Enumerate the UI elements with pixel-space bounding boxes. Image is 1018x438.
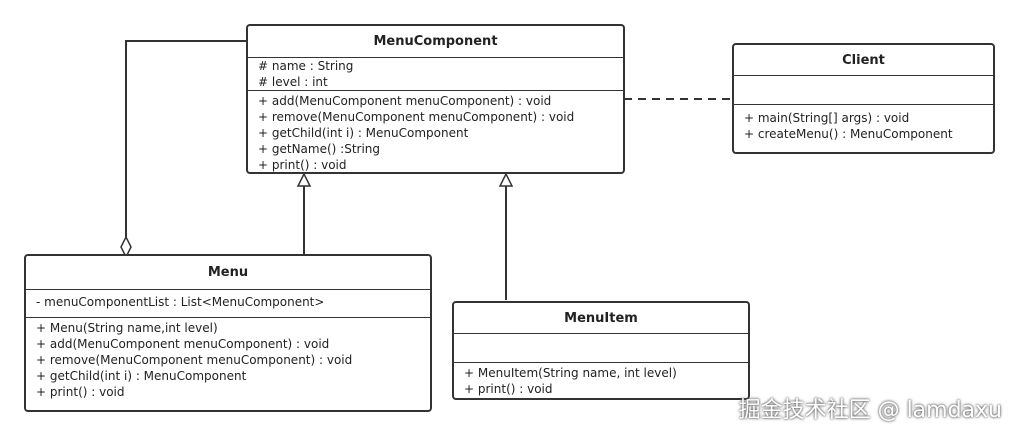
method: + remove(MenuComponent menuComponent) : … — [36, 353, 353, 367]
method: + print() : void — [36, 385, 125, 399]
method: + Menu(String name,int level) — [36, 321, 218, 335]
attribute: # name : String — [258, 59, 354, 73]
class-menu[interactable]: Menu - menuComponentList : List<MenuComp… — [24, 254, 432, 412]
attributes-section — [734, 76, 993, 105]
class-name: Client — [734, 45, 993, 76]
attributes-section: # name : String # level : int — [248, 58, 623, 91]
method: + MenuItem(String name, int level) — [464, 366, 677, 380]
attributes-section: - menuComponentList : List<MenuComponent… — [26, 290, 430, 318]
class-name: MenuComponent — [248, 26, 623, 58]
menu-generalization-arrow — [296, 172, 312, 187]
attribute: - menuComponentList : List<MenuComponent… — [36, 295, 325, 309]
method: + main(String[] args) : void — [744, 111, 910, 125]
method: + add(MenuComponent menuComponent) : voi… — [258, 94, 552, 108]
method: + print() : void — [464, 382, 553, 396]
method: + add(MenuComponent menuComponent) : voi… — [36, 337, 330, 351]
class-client[interactable]: Client + main(String[] args) : void + cr… — [732, 43, 995, 154]
class-name: MenuItem — [454, 303, 748, 334]
aggregation-line — [125, 40, 247, 238]
methods-section: + Menu(String name,int level) + add(Menu… — [26, 318, 430, 400]
attributes-section — [454, 334, 748, 363]
method: + getName() :String — [258, 142, 381, 156]
methods-section: + add(MenuComponent menuComponent) : voi… — [248, 91, 623, 173]
attribute: # level : int — [258, 75, 328, 89]
method: + createMenu() : MenuComponent — [744, 127, 953, 141]
menuitem-generalization-arrow — [498, 172, 514, 187]
method: + getChild(int i) : MenuComponent — [36, 369, 247, 383]
method: + print() : void — [258, 158, 347, 172]
class-menu-component[interactable]: MenuComponent # name : String # level : … — [246, 24, 625, 174]
class-name: Menu — [26, 256, 430, 290]
class-menu-item[interactable]: MenuItem + MenuItem(String name, int lev… — [452, 301, 750, 400]
watermark: 掘金技术社区 @ lamdaxu — [738, 398, 1002, 423]
methods-section: + MenuItem(String name, int level) + pri… — [454, 363, 748, 397]
methods-section: + main(String[] args) : void + createMen… — [734, 105, 993, 142]
method: + remove(MenuComponent menuComponent) : … — [258, 110, 575, 124]
method: + getChild(int i) : MenuComponent — [258, 126, 469, 140]
